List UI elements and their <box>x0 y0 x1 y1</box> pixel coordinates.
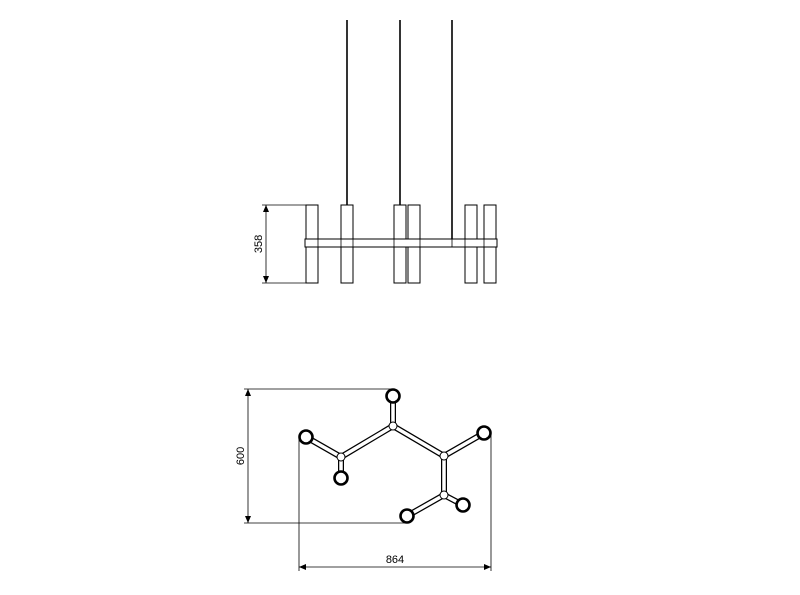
width-dimension-label: 864 <box>386 554 404 566</box>
width-dimension: 864 <box>298 433 492 571</box>
horizontal-arm <box>304 238 498 248</box>
top-view: 600 864 <box>235 388 492 571</box>
height-dimension: 358 <box>253 204 306 284</box>
side-view: 358 <box>253 20 498 284</box>
frame-arms <box>304 396 486 519</box>
depth-dimension-label: 600 <box>235 447 247 465</box>
frame-joints <box>336 421 449 500</box>
height-dimension-label: 358 <box>253 235 265 253</box>
depth-dimension: 600 <box>235 388 407 524</box>
lamp-heads <box>298 388 492 524</box>
suspension-cables <box>346 20 453 240</box>
